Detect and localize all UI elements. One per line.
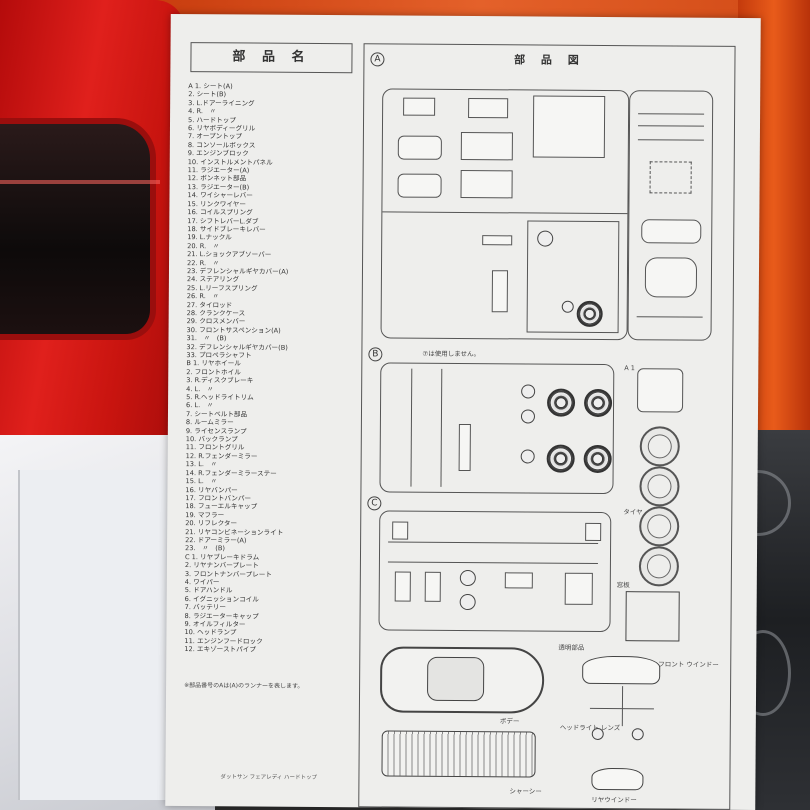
part-small: [585, 522, 602, 541]
rear-window-part: [591, 767, 644, 791]
part-small: [520, 449, 535, 464]
part-small: [459, 569, 476, 587]
part-rod: [638, 113, 705, 115]
front-window-label: フロント ウインドー: [658, 660, 719, 669]
tire-label: タイヤ: [623, 508, 643, 517]
body-label: ボデー: [499, 717, 520, 726]
part-small: [459, 593, 476, 611]
chassis-view: [381, 730, 536, 778]
sprue-runner: [387, 561, 598, 565]
section-b-label: B: [368, 347, 383, 362]
rear-window-label: リヤウインドー: [591, 795, 637, 805]
sprue-b: [379, 362, 615, 495]
part-cross: [649, 161, 692, 194]
part-wheel: [583, 444, 612, 474]
sprue-a-right: [627, 90, 714, 341]
parts-diagram: 部 品 図 A: [358, 43, 736, 810]
window-plate: [625, 591, 680, 642]
sprue-c: [378, 510, 612, 633]
sprue-runner: [382, 211, 628, 215]
part-rod: [637, 139, 704, 141]
parts-list-item: 12. エキゾーストパイプ: [184, 645, 256, 654]
part-wheel: [546, 388, 576, 417]
part-wheel: [576, 300, 603, 327]
part-rod: [637, 125, 705, 127]
part-small: [424, 571, 441, 602]
front-window-part: [582, 655, 661, 685]
sprue-runner: [440, 368, 443, 487]
sprue-runner: [410, 368, 413, 487]
tire: [639, 466, 680, 507]
part-small: [504, 572, 533, 589]
part-small: [394, 571, 411, 602]
part-console: [397, 135, 442, 160]
chassis-label: シャーシー: [509, 787, 542, 796]
part-small: [537, 230, 554, 247]
headlight-lens-label: ヘッドライト レンズ: [559, 723, 621, 733]
tire: [639, 506, 680, 547]
car-body-top-view: [379, 646, 545, 714]
tire: [639, 426, 680, 467]
section-c-label: C: [367, 496, 382, 511]
part-seat: [403, 97, 436, 116]
section-a-label: A: [370, 52, 385, 67]
part-small: [392, 521, 409, 540]
part-small: [491, 270, 508, 313]
part-small: [521, 384, 536, 399]
parts-list-title: 部 品 名: [190, 42, 353, 74]
part-wheel: [583, 388, 613, 418]
sprue-runner: [621, 686, 624, 727]
sprue-runner: [388, 541, 599, 545]
part-small: [520, 409, 536, 424]
part-engine-block: [532, 95, 606, 158]
part-door-lining: [460, 169, 513, 199]
parts-note: ※部品番号のAは(A)のランナーを表します。: [184, 682, 304, 690]
part-console: [397, 173, 442, 198]
part-radiator: [564, 572, 593, 605]
sprue-a-left: [380, 88, 630, 341]
part-crossmember: [644, 257, 698, 298]
part-rod: [636, 316, 703, 318]
part-small: [482, 235, 513, 246]
section-b-note: ⑦は使用しません。: [422, 349, 481, 359]
part-suspension: [641, 219, 702, 244]
tire: [638, 546, 680, 587]
part-door-lining: [460, 131, 513, 161]
window-plate-label: 窓板: [616, 581, 630, 590]
part-a1-label: A 1: [624, 364, 635, 373]
spec-title: ダットサン フェアレディ ハードトップ: [220, 774, 318, 781]
part-seat: [468, 98, 509, 119]
car-cabin: [426, 656, 485, 702]
car-windshield-opening: [0, 118, 156, 340]
part-wheel: [546, 444, 575, 473]
diagram-title: 部 品 図: [514, 53, 585, 67]
part-small: [561, 300, 574, 313]
part-a1-hardtop: [637, 368, 684, 413]
car-trim-line: [0, 180, 160, 184]
part-bumper: [458, 423, 471, 472]
clear-parts-label: 透明部品: [558, 643, 585, 652]
headlight-lens: [631, 728, 644, 741]
